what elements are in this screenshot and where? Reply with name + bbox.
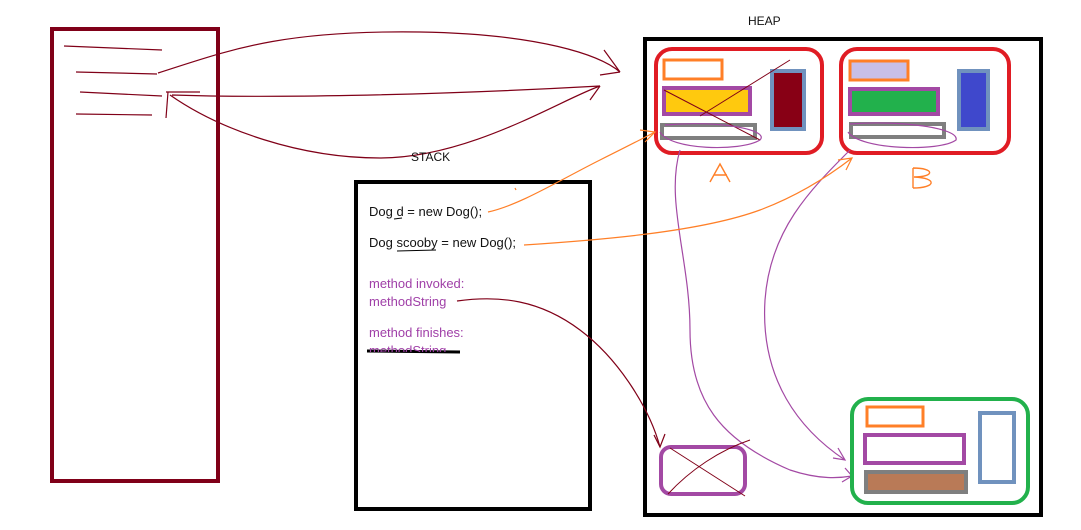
purple-lassos: [659, 122, 957, 149]
heap-label: HEAP: [748, 14, 781, 28]
heap-object-a: [654, 47, 824, 155]
strike-line: [366, 349, 461, 354]
stack-label: STACK: [411, 150, 451, 164]
object-a-label: A: [711, 164, 719, 178]
garbage-object: [659, 439, 751, 497]
left-memory-box: [50, 27, 220, 483]
reference-curves: [674, 149, 853, 483]
method-arrow: [456, 298, 666, 449]
stack-box: [354, 180, 592, 511]
lasso-arrows: [157, 31, 621, 159]
code-underlines: [393, 217, 437, 252]
method-invoked-label: method invoked:: [369, 276, 465, 291]
code-line-dog-d: Dog d = new Dog();: [369, 204, 483, 219]
heap-object-b: [839, 47, 1011, 155]
heap-object-c: [850, 397, 1030, 505]
orange-reference-arrows: [487, 129, 854, 246]
method-invoked-name: methodString: [369, 294, 447, 309]
method-finishes-label: method finishes:: [369, 325, 464, 340]
object-b-label: B: [913, 170, 921, 184]
handwritten-letters: [709, 162, 932, 189]
code-line-dog-scooby: Dog scooby = new Dog();: [369, 235, 517, 250]
left-box-scribble-lines: [63, 45, 200, 119]
heap-box: [643, 37, 1043, 517]
method-finishes-name: methodString: [369, 343, 447, 352]
